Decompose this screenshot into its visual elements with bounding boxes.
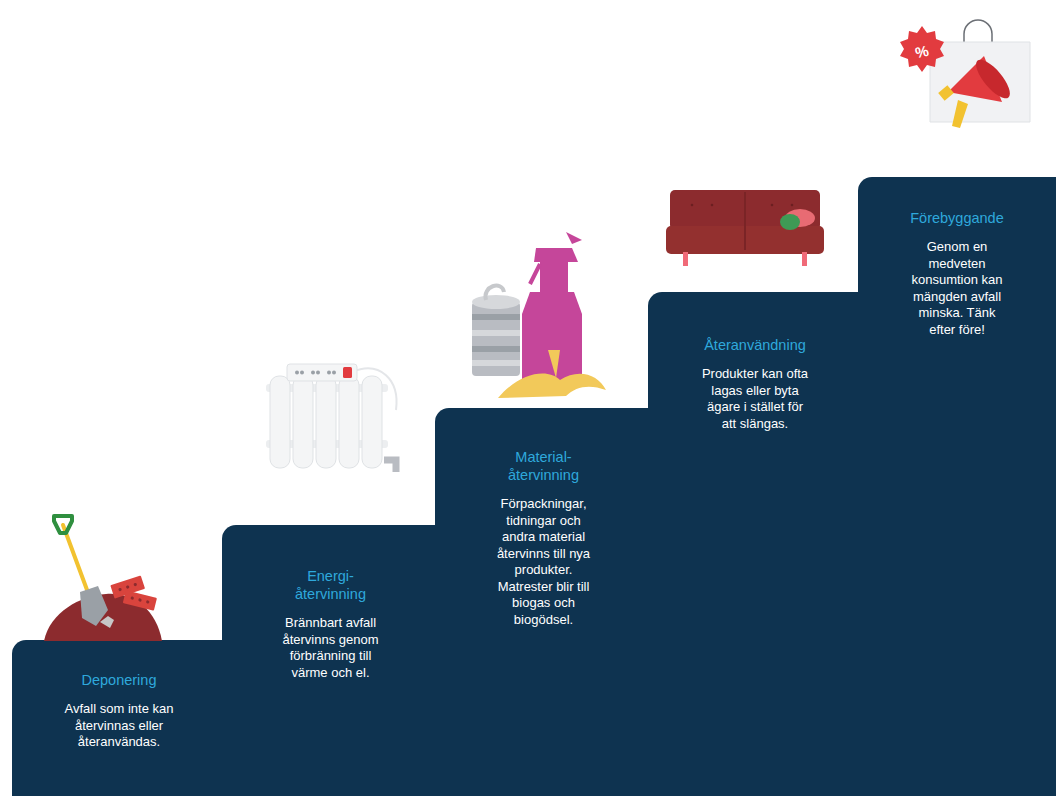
landfill-illustration-part-part (118, 588, 122, 592)
landfill-illustration-part (100, 616, 114, 628)
recycling-illustration-part (498, 374, 606, 398)
sofa-illustration-part (780, 214, 800, 230)
recycling-illustration-part (485, 286, 504, 300)
landfill-illustration-part (96, 601, 115, 616)
step-description: Förpackningar, tidningar och andra mater… (492, 496, 596, 628)
radiator-illustration-part (332, 371, 336, 375)
radiator-illustration-part (266, 384, 388, 392)
radiator-illustration-part (287, 364, 357, 381)
step-heading: Deponering (44, 671, 194, 689)
radiator-illustration-part (295, 371, 299, 375)
recycling-illustration-part (472, 314, 520, 320)
radiator-illustration (266, 364, 397, 472)
recycling-illustration-part (530, 264, 540, 284)
radiator-illustration-part (300, 371, 304, 375)
radiator-illustration-part (327, 371, 331, 375)
step-heading: Energi- återvinning (286, 567, 376, 603)
shopping-illustration-part (900, 26, 944, 72)
radiator-illustration-part (316, 376, 336, 468)
step-heading: Återanvändning (680, 336, 830, 354)
sofa-illustration-part (691, 204, 694, 207)
sofa-illustration-part (802, 252, 807, 266)
landfill-illustration-part (44, 594, 162, 641)
recycling-illustration-part (522, 292, 582, 384)
landfill-illustration-part-part (126, 585, 130, 589)
shopping-illustration-part (930, 42, 1030, 122)
shopping-illustration (900, 20, 1030, 128)
radiator-illustration-part (293, 376, 313, 468)
shopping-illustration-part (930, 42, 1030, 122)
step-description: Brännbart avfall återvinns genom förbrän… (275, 615, 387, 681)
recycling-illustration-part (472, 360, 520, 366)
radiator-illustration-part (384, 460, 396, 472)
sofa-illustration-part (791, 204, 794, 207)
landfill-illustration-part (63, 525, 90, 598)
radiator-illustration-part (362, 376, 382, 468)
landfill-illustration-part-part (133, 583, 137, 587)
sofa-illustration-part (666, 226, 824, 254)
recycling-illustration-part (472, 330, 520, 336)
stair-step: ÅteranvändningProdukter kan ofta lagas e… (648, 292, 862, 796)
landfill-illustration-part-part (130, 596, 134, 600)
recycling-illustration-part (540, 262, 568, 292)
sofa-illustration-part (670, 190, 820, 230)
radiator-illustration-part (352, 368, 397, 410)
sofa-illustration (666, 190, 824, 266)
discount-sign: % (911, 42, 934, 62)
shopping-illustration-part (938, 85, 954, 100)
landfill-illustration-part (80, 586, 108, 626)
sofa-illustration-part (711, 204, 714, 207)
stair-step: FörebyggandeGenom en medveten konsumtion… (858, 177, 1056, 796)
step-description: Produkter kan ofta lagas eller byta ägar… (701, 366, 809, 432)
stair-step: Energi- återvinningBrännbart avfall åter… (222, 525, 439, 796)
recycling-illustration-part (472, 346, 520, 352)
landfill-illustration-part (123, 590, 157, 610)
landfill-illustration-part-part (123, 590, 157, 610)
landfill-illustration-part-part (146, 600, 150, 604)
step-heading: Förebyggande (882, 209, 1032, 227)
sofa-illustration-part (683, 252, 688, 266)
step-description: Genom en medveten konsumtion kan mängden… (907, 239, 1007, 338)
stair-step: DeponeringAvfall som inte kan återvinnas… (12, 640, 226, 796)
landfill-illustration (44, 516, 162, 641)
radiator-illustration-part (339, 376, 359, 468)
radiator-illustration-part (311, 371, 315, 375)
landfill-illustration-part-part (138, 598, 142, 602)
step-description: Avfall som inte kan återvinnas eller åte… (55, 701, 183, 751)
radiator-illustration-part (343, 367, 352, 378)
shopping-illustration-part (971, 55, 1016, 103)
recycling-illustration-part (566, 232, 582, 244)
shopping-illustration-part (952, 100, 968, 128)
landfill-illustration-part (110, 575, 145, 598)
recycling-illustration (472, 232, 606, 398)
landfill-illustration-part (54, 516, 72, 533)
radiator-illustration-part (270, 376, 290, 468)
sofa-illustration-part (771, 204, 774, 207)
recycling-illustration-part (472, 302, 520, 376)
recycling-illustration-part (472, 295, 520, 309)
step-heading: Material- återvinning (499, 448, 589, 484)
radiator-illustration-part (316, 371, 320, 375)
stair-step: Material- återvinningFörpackningar, tidn… (435, 408, 652, 796)
sofa-illustration-part (744, 192, 746, 250)
shopping-illustration-part (964, 20, 992, 44)
landfill-illustration-part-part (110, 575, 145, 598)
recycling-illustration-part (548, 350, 560, 378)
radiator-illustration-part (266, 440, 388, 448)
recycling-illustration-part (534, 248, 578, 262)
shopping-illustration-part (948, 56, 1002, 102)
sofa-illustration-part (785, 209, 815, 227)
